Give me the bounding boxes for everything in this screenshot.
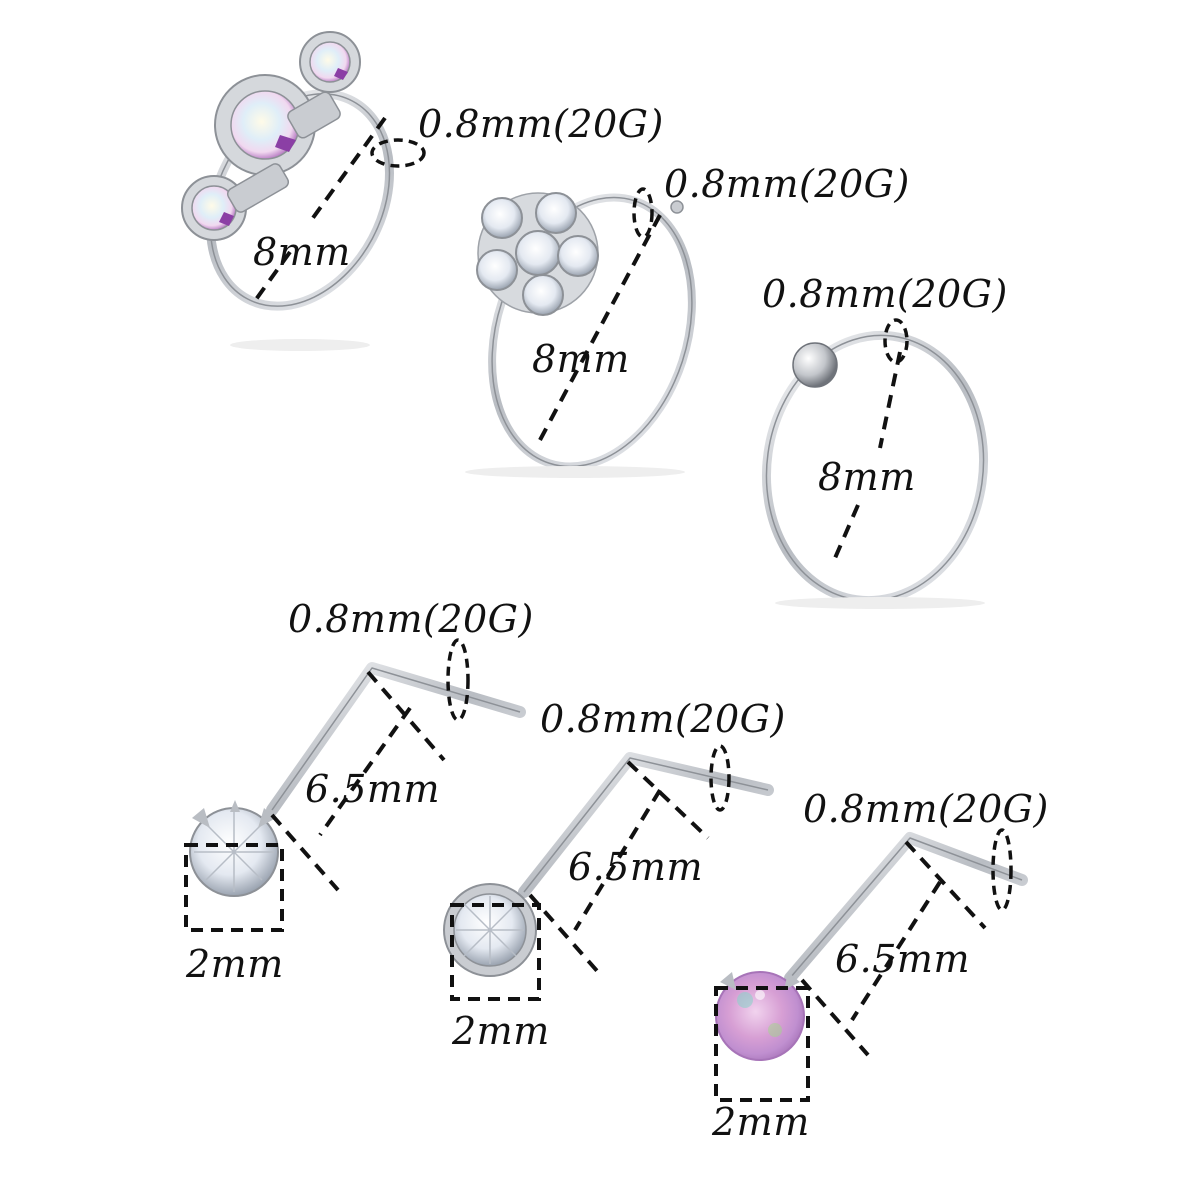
gauge-label-stud-2: 0.8mm(20G) bbox=[540, 697, 786, 741]
gem-box-stud-3 bbox=[714, 986, 810, 1102]
diameter-line-ring-3b bbox=[830, 504, 860, 566]
length-line-stud-2c bbox=[528, 893, 600, 974]
length-label-stud-2: 6.5mm bbox=[568, 845, 703, 889]
gem-label-stud-2: 2mm bbox=[452, 1009, 550, 1053]
gauge-label-flower-ring: 0.8mm(20G) bbox=[664, 162, 910, 206]
diameter-label-flower-ring: 8mm bbox=[532, 337, 630, 381]
gauge-marker-stud-2 bbox=[709, 744, 731, 812]
length-line-stud-3b bbox=[850, 880, 942, 1022]
gauge-label-ball-ring: 0.8mm(20G) bbox=[762, 272, 1008, 316]
diameter-label-jeweled-ring: 8mm bbox=[253, 230, 351, 274]
length-line-stud-2b bbox=[573, 788, 662, 932]
length-line-stud-1a bbox=[366, 670, 446, 762]
gem-label-stud-1: 2mm bbox=[186, 942, 284, 986]
gauge-marker-ring-3 bbox=[883, 318, 909, 364]
gauge-label-stud-1: 0.8mm(20G) bbox=[288, 597, 534, 641]
diameter-line-ring-1b bbox=[250, 250, 292, 307]
flower-ring bbox=[465, 192, 696, 478]
length-line-stud-1b bbox=[318, 706, 412, 837]
length-line-stud-3a bbox=[904, 840, 987, 930]
gauge-label-jeweled-ring: 0.8mm(20G) bbox=[418, 102, 664, 146]
gauge-label-stud-3: 0.8mm(20G) bbox=[803, 787, 1049, 831]
l-stud-prong bbox=[189, 662, 526, 897]
length-line-stud-1c bbox=[270, 813, 340, 892]
l-stud-bezel bbox=[443, 752, 774, 977]
diameter-line-ring-1 bbox=[308, 116, 387, 224]
gem-box-stud-1 bbox=[184, 843, 284, 932]
gauge-marker-ring-2 bbox=[632, 187, 654, 239]
length-line-stud-3c bbox=[800, 978, 870, 1057]
length-label-stud-3: 6.5mm bbox=[835, 937, 970, 981]
jeweled-ring bbox=[181, 31, 394, 351]
diameter-label-ball-ring: 8mm bbox=[818, 455, 916, 499]
captive-ball bbox=[792, 342, 838, 388]
gauge-marker-stud-1 bbox=[446, 638, 470, 722]
l-stud-opal bbox=[715, 832, 1028, 1061]
gauge-marker-ring-1 bbox=[370, 138, 426, 168]
gauge-marker-stud-3 bbox=[991, 828, 1013, 912]
flower-cluster bbox=[476, 192, 599, 316]
length-line-stud-2a bbox=[626, 760, 710, 840]
gem-box-stud-2 bbox=[450, 903, 541, 1001]
length-label-stud-1: 6.5mm bbox=[305, 767, 440, 811]
diameter-line-ring-3 bbox=[878, 351, 902, 449]
gem-label-stud-3: 2mm bbox=[712, 1100, 810, 1144]
small-ab-gem-right bbox=[299, 31, 361, 93]
ball-ring bbox=[761, 330, 989, 609]
